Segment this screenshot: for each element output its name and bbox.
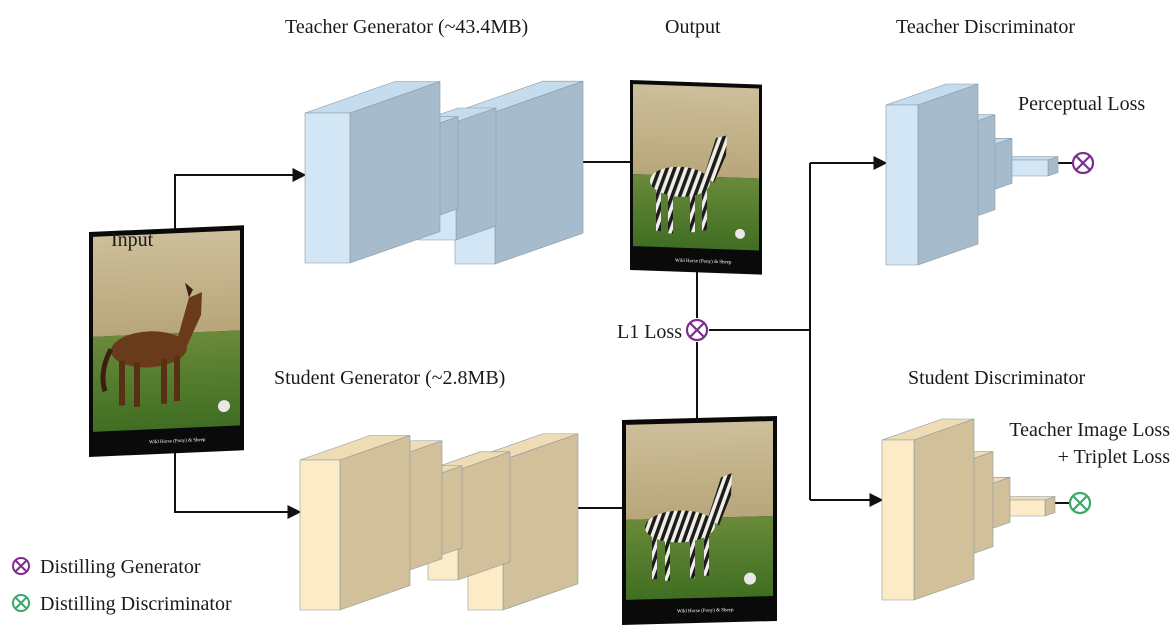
l1-loss-label: L1 Loss <box>617 321 682 343</box>
teacher-discriminator-network <box>885 83 1059 266</box>
l1-loss-distill-generator-icon <box>685 318 709 342</box>
input-label: Input <box>111 229 154 251</box>
legend-discriminator-label: Distilling Discriminator <box>40 593 232 615</box>
legend-generator-label: Distilling Generator <box>40 556 201 578</box>
student-discriminator-network <box>881 418 1056 601</box>
teacher-discriminator-layer-1 <box>885 83 979 266</box>
horse-neck <box>177 292 202 346</box>
student-generator-network <box>299 433 579 611</box>
student-generator-label: Student Generator (~2.8MB) <box>274 367 505 389</box>
student-discriminator-layer-1 <box>881 418 975 601</box>
svg-text:Wild Horse (Pony) & Sheep: Wild Horse (Pony) & Sheep <box>675 259 732 266</box>
student-output-image: Wild Horse (Pony) & Sheep <box>622 415 777 625</box>
teacher-image-loss-distill-discriminator-icon <box>1068 491 1092 515</box>
output-label: Output <box>665 16 721 38</box>
zebra-body <box>650 166 710 197</box>
student-generator-layer-1 <box>299 435 411 611</box>
teacher-discriminator-layer-4 <box>1002 156 1059 177</box>
student-discriminator-layer-4 <box>999 496 1056 517</box>
legend: Distilling Generator Distilling Discrimi… <box>12 556 232 615</box>
teacher-generator-layer-1 <box>304 81 441 264</box>
svg-text:Wild Horse (Pony) & Sheep: Wild Horse (Pony) & Sheep <box>677 608 734 614</box>
input-image: Wild Horse (Pony) & Sheep <box>89 225 244 457</box>
legend-generator-icon <box>12 557 30 575</box>
teacher-generator-network <box>304 80 584 265</box>
student-discriminator-label: Student Discriminator <box>908 367 1086 389</box>
legend-discriminator-icon <box>12 594 30 612</box>
triplet-loss-label: + Triplet Loss <box>1058 446 1171 468</box>
teacher-image-loss-label: Teacher Image Loss <box>1009 419 1170 441</box>
teacher-output-image: Wild Horse (Pony) & Sheep <box>630 80 762 275</box>
student-zebra-body <box>645 510 715 543</box>
perceptual-loss-label: Perceptual Loss <box>1018 93 1145 115</box>
perceptual-loss-distill-generator-icon <box>1071 151 1095 175</box>
teacher-discriminator-label: Teacher Discriminator <box>896 16 1075 38</box>
input-to-student-arrow <box>174 440 302 519</box>
teacher-generator-label: Teacher Generator (~43.4MB) <box>285 16 528 38</box>
horse-body <box>111 331 187 368</box>
svg-text:Wild Horse (Pony) & Sheep: Wild Horse (Pony) & Sheep <box>149 438 206 445</box>
